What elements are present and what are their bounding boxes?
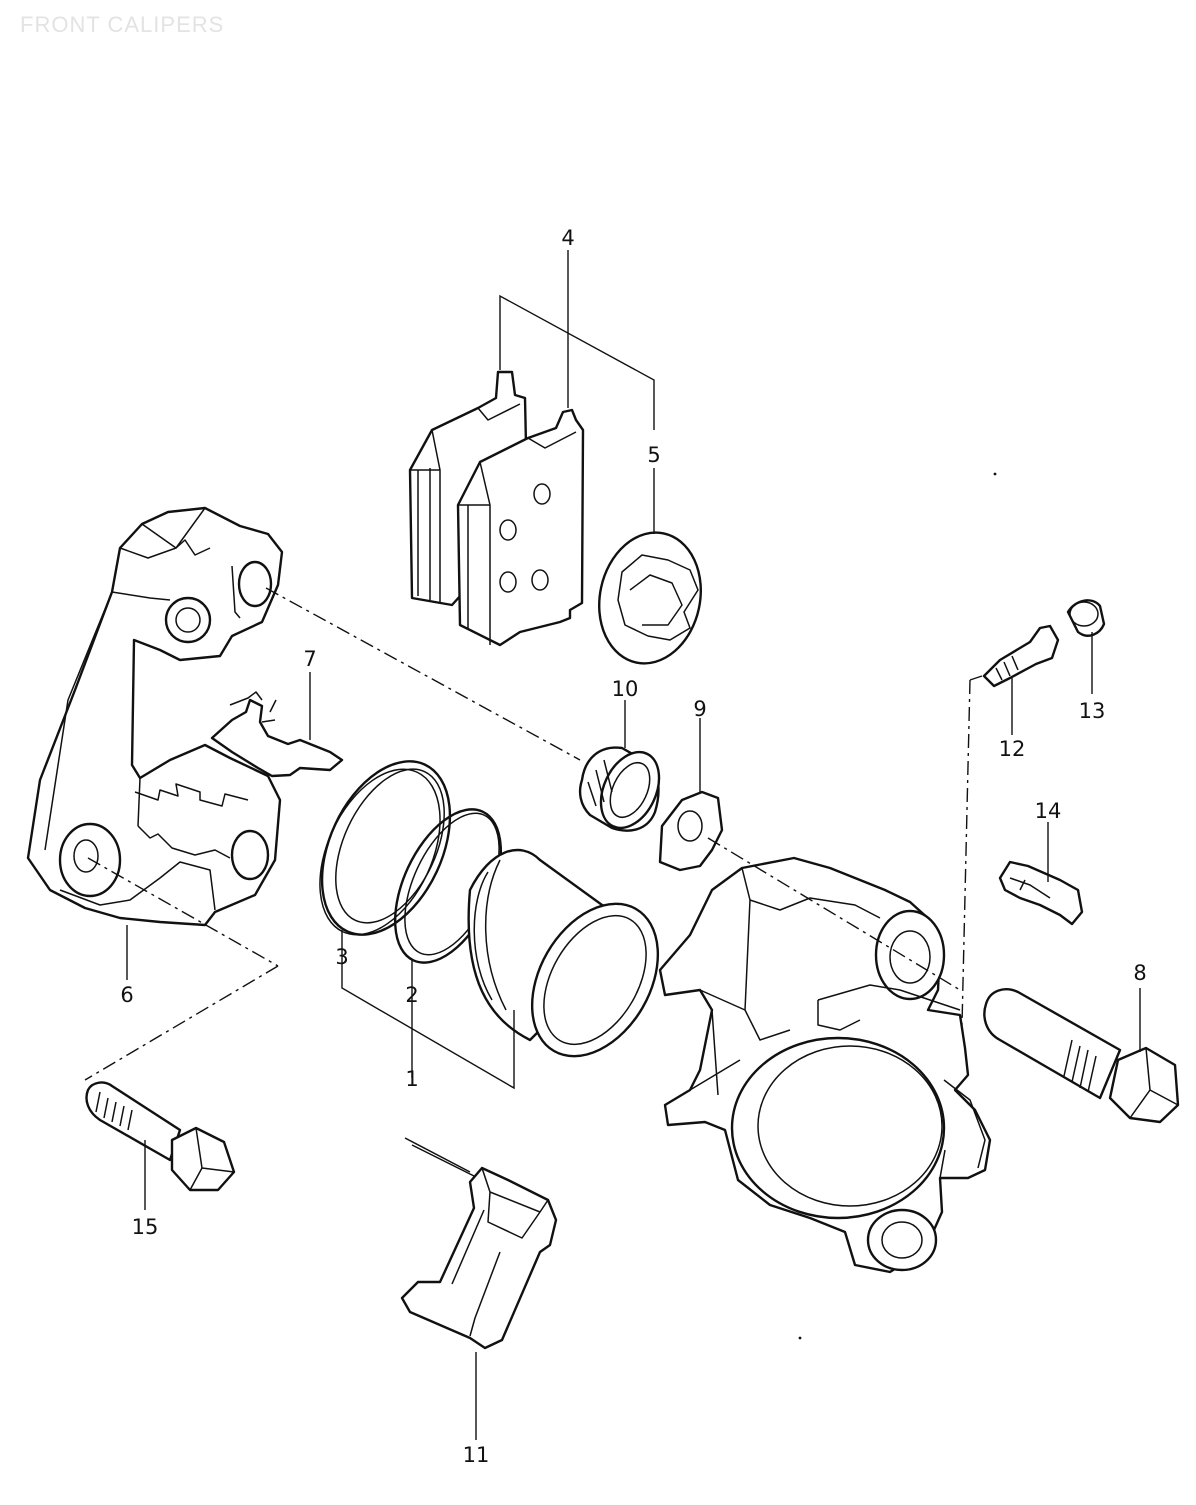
callout-4: 4 (561, 226, 574, 250)
callout-15: 15 (132, 1215, 159, 1239)
callout-8: 8 (1133, 961, 1146, 985)
leader-lines (126, 250, 1141, 1440)
callout-9: 9 (693, 697, 706, 721)
callout-14: 14 (1035, 799, 1062, 823)
callout-labels: 4 5 6 7 10 9 12 13 14 8 3 2 1 15 11 (120, 226, 1146, 1467)
speck (993, 472, 997, 476)
callout-13: 13 (1079, 699, 1106, 723)
part-11-bracket (400, 1137, 558, 1350)
part-4-brake-pads (408, 370, 585, 647)
callout-12: 12 (999, 737, 1026, 761)
callout-1: 1 (405, 1067, 418, 1091)
part-5-shim (598, 531, 702, 665)
part-6-bracket (26, 506, 284, 927)
caliper-body (658, 856, 992, 1274)
callout-3: 3 (335, 945, 348, 969)
callout-7: 7 (303, 647, 316, 671)
part-8-bolt (983, 988, 1180, 1124)
assembly-lines (84, 587, 983, 1081)
part-10-seal (578, 746, 661, 832)
part-14-pad-retainer (998, 860, 1084, 926)
callout-10: 10 (612, 677, 639, 701)
callout-6: 6 (120, 983, 133, 1007)
part-7-pad-spring (210, 691, 344, 778)
callout-11: 11 (463, 1443, 490, 1467)
page-title: FRONT CALIPERS (20, 12, 225, 37)
speck (798, 1336, 802, 1340)
part-12-bleeder-valve (982, 624, 1060, 688)
callout-5: 5 (647, 443, 660, 467)
part-3-dust-seal (319, 760, 452, 936)
callout-2: 2 (405, 983, 418, 1007)
part-13-cap (1066, 599, 1106, 637)
part-1-piston (467, 848, 660, 1058)
part-9-boot (658, 790, 724, 872)
part-15-bolt (85, 1081, 236, 1192)
